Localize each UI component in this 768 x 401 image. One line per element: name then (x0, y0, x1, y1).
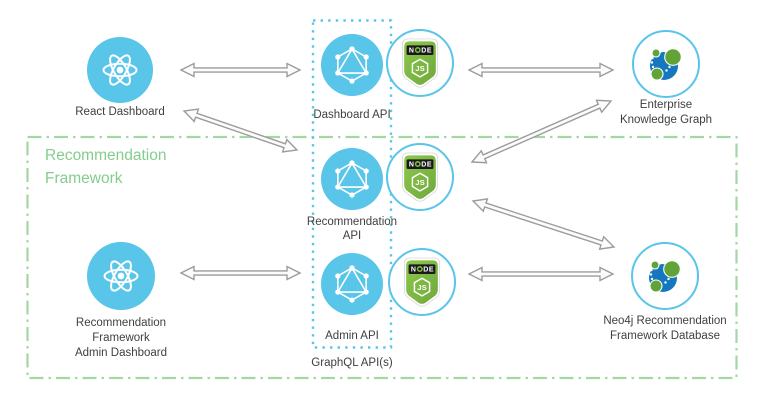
neo4j-db-label: Neo4j Recommendation Framework Database (565, 314, 765, 344)
admin-dashboard-label-line2: Framework (92, 332, 150, 344)
admin-dashboard-label: Recommendation Framework Admin Dashboard (30, 316, 212, 361)
svg-text:DE: DE (423, 266, 434, 273)
graphql-group-label: GraphQL API(s) (311, 357, 393, 369)
dashboard-api-label: Dashboard API (313, 109, 391, 121)
enterprise-kg-label: Enterprise Knowledge Graph (576, 98, 756, 128)
dashboard-api-node (321, 34, 383, 96)
enterprise-kg-label-line1: Enterprise (639, 99, 693, 111)
react-dashboard-node (87, 37, 153, 103)
neo4j-graph-icon (650, 48, 682, 81)
graphql-hexagon-icon (335, 46, 369, 84)
svg-text:JS: JS (415, 178, 425, 187)
neo4j-db-label-line2: Framework Database (610, 330, 720, 342)
neo4j-database-node (631, 242, 699, 310)
neo4j-db-label-line1: Neo4j Recommendation (603, 315, 727, 327)
framework-box-title-line2: Framework (45, 170, 123, 187)
nodejs-shield-icon: N DE JS (403, 257, 441, 307)
nodejs-runtime-node: N DE JS (388, 248, 456, 316)
admin-api-node (321, 253, 383, 315)
enterprise-knowledge-graph-node (632, 30, 700, 98)
recommendation-api-label: Recommendation API (282, 215, 422, 243)
arrow-admin-api-to-neo4j-db (467, 266, 615, 282)
framework-box-title-line1: Recommendation (45, 147, 167, 164)
arrow-react-dashboard-to-dashboard-api (179, 62, 302, 78)
svg-text:JS: JS (415, 64, 425, 73)
svg-text:JS: JS (417, 283, 427, 292)
react-atom-icon (103, 260, 139, 292)
svg-text:DE: DE (421, 161, 432, 168)
graphql-hexagon-icon (335, 160, 369, 198)
arrow-dashboard-api-to-enterprise-kg (467, 62, 615, 78)
react-dashboard-label: React Dashboard (75, 106, 165, 118)
admin-dashboard-label-line3: Admin Dashboard (74, 347, 168, 359)
svg-text:N: N (409, 47, 415, 54)
react-atom-icon (102, 54, 138, 86)
nodejs-shield-icon: N DE JS (401, 38, 439, 88)
nodejs-shield-icon: N DE JS (401, 152, 439, 202)
graphql-hexagon-icon (335, 265, 369, 303)
arrow-recommendation-api-to-neo4j-db (471, 198, 616, 250)
admin-api-label: Admin API (325, 330, 379, 342)
svg-text:DE: DE (421, 47, 432, 54)
svg-text:N: N (411, 266, 417, 273)
recommendation-api-label-line2: API (342, 230, 362, 242)
admin-dashboard-label-line1: Recommendation (75, 317, 167, 329)
enterprise-kg-label-line2: Knowledge Graph (619, 114, 713, 126)
framework-box-title: Recommendation Framework (45, 144, 166, 190)
svg-text:N: N (409, 161, 415, 168)
arrow-admin-dashboard-to-admin-api (179, 265, 302, 281)
neo4j-graph-icon (649, 260, 681, 293)
admin-dashboard-node (87, 242, 155, 310)
nodejs-runtime-node: N DE JS (386, 29, 454, 97)
nodejs-runtime-node: N DE JS (386, 143, 454, 211)
recommendation-api-node (321, 148, 383, 210)
recommendation-api-label-line1: Recommendation (306, 216, 398, 228)
